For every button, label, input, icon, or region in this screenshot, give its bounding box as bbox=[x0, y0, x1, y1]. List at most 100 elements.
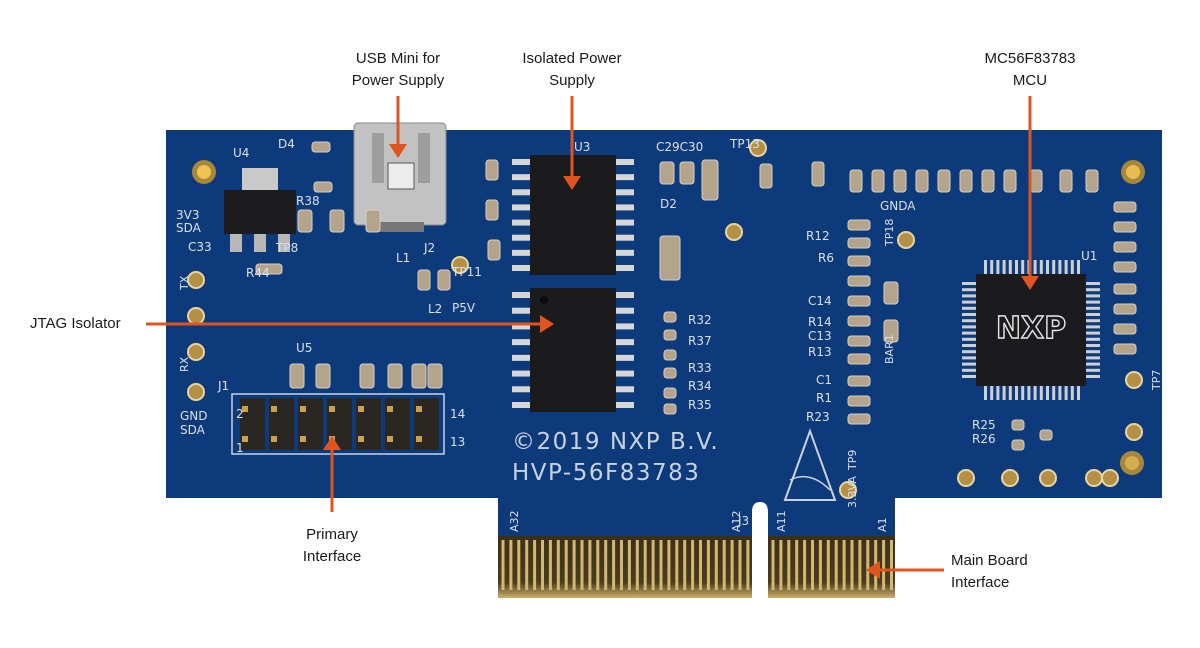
usb-mini-connector bbox=[353, 122, 447, 232]
callout-line: Interface bbox=[302, 548, 362, 565]
passive-component bbox=[313, 181, 333, 193]
silk-label: R23 bbox=[806, 410, 830, 424]
passive-component bbox=[847, 315, 871, 327]
passive-component bbox=[847, 413, 871, 425]
callout-line: Supply bbox=[549, 72, 595, 89]
silk-label: J2 bbox=[423, 241, 435, 255]
silk-label: RX bbox=[178, 356, 191, 372]
passive-component bbox=[1113, 303, 1137, 315]
callout-line: Isolated Power bbox=[522, 50, 622, 67]
passive-component bbox=[487, 239, 501, 261]
passive-component bbox=[847, 275, 871, 287]
nxp-logo: NXP bbox=[996, 311, 1066, 346]
silk-label: A11 bbox=[775, 510, 788, 532]
silk-label: SDA bbox=[180, 423, 206, 437]
passive-component bbox=[659, 235, 681, 281]
silk-label: R33 bbox=[688, 361, 712, 375]
passive-component bbox=[437, 269, 451, 291]
passive-component bbox=[1039, 429, 1053, 441]
passive-component bbox=[255, 263, 283, 275]
copyright-silkscreen: ©2019 NXP B.V. bbox=[512, 429, 719, 455]
passive-component bbox=[1113, 283, 1137, 295]
passive-component bbox=[427, 363, 443, 389]
silk-label: TP11 bbox=[451, 265, 482, 279]
passive-component bbox=[883, 281, 899, 305]
silk-label: C1 bbox=[816, 373, 832, 387]
silk-label: R34 bbox=[688, 379, 712, 393]
passive-component bbox=[365, 209, 381, 233]
passive-component bbox=[1113, 261, 1137, 273]
silk-label: 1 bbox=[236, 441, 244, 455]
silk-label: U5 bbox=[296, 341, 312, 355]
silk-label: R25 bbox=[972, 418, 996, 432]
silk-label: C29C30 bbox=[656, 140, 703, 154]
test-point bbox=[725, 223, 743, 241]
passive-component bbox=[847, 375, 871, 387]
callout-mcu: MC56F83783 MCU bbox=[950, 48, 1110, 92]
chip-u2-jtag-isolator bbox=[530, 288, 616, 412]
passive-component bbox=[297, 209, 313, 233]
silk-label: A12 bbox=[730, 510, 743, 532]
silk-label: U3 bbox=[574, 140, 590, 154]
passive-component bbox=[311, 141, 331, 153]
passive-component bbox=[663, 329, 677, 341]
silk-label: U1 bbox=[1081, 249, 1097, 263]
passive-component bbox=[289, 363, 305, 389]
passive-component bbox=[847, 219, 871, 231]
passive-component bbox=[1113, 221, 1137, 233]
silk-label: R26 bbox=[972, 432, 996, 446]
passive-component bbox=[937, 169, 951, 193]
silk-label: TP13 bbox=[729, 137, 760, 151]
test-point bbox=[1001, 469, 1019, 487]
passive-component bbox=[847, 353, 871, 365]
silk-label: D2 bbox=[660, 197, 677, 211]
passive-component bbox=[1011, 419, 1025, 431]
regulator-u4 bbox=[224, 190, 296, 234]
test-point bbox=[187, 383, 205, 401]
test-point bbox=[1085, 469, 1103, 487]
passive-component bbox=[883, 319, 899, 343]
silk-label: L1 bbox=[396, 251, 410, 265]
passive-component bbox=[847, 255, 871, 267]
silk-label: J3 bbox=[737, 514, 749, 528]
test-point bbox=[839, 481, 857, 499]
silk-label: R32 bbox=[688, 313, 712, 327]
passive-component bbox=[1085, 169, 1099, 193]
silk-label: 13 bbox=[450, 435, 465, 449]
silk-label: 2 bbox=[236, 407, 244, 421]
passive-component bbox=[871, 169, 885, 193]
passive-component bbox=[915, 169, 929, 193]
test-point bbox=[1125, 371, 1143, 389]
passive-component bbox=[387, 363, 403, 389]
silk-label: R38 bbox=[296, 194, 320, 208]
silk-label: GNDA bbox=[880, 199, 916, 213]
pcb-outline bbox=[166, 130, 1162, 598]
silk-label: R12 bbox=[806, 229, 830, 243]
silk-label: C13 bbox=[808, 329, 832, 343]
passive-component bbox=[847, 335, 871, 347]
silk-label: GND bbox=[180, 409, 208, 423]
passive-component bbox=[1113, 323, 1137, 335]
test-point bbox=[187, 343, 205, 361]
silk-label: 3V3 bbox=[176, 208, 199, 222]
callout-arrows bbox=[146, 96, 1039, 579]
callout-line: JTAG Isolator bbox=[30, 315, 121, 332]
callout-line: Power Supply bbox=[351, 72, 445, 89]
silk-label: D4 bbox=[278, 137, 295, 151]
silk-label: R14 bbox=[808, 315, 832, 329]
passive-component bbox=[1003, 169, 1017, 193]
passive-component bbox=[959, 169, 973, 193]
passive-component bbox=[663, 403, 677, 415]
passive-component bbox=[847, 237, 871, 249]
passive-component bbox=[679, 161, 695, 185]
silk-label: A1 bbox=[876, 517, 889, 532]
silk-label: TP7 bbox=[1150, 370, 1163, 391]
callout-main-board-interface: Main Board Interface bbox=[951, 550, 1071, 594]
silk-label: TP18 bbox=[883, 219, 896, 247]
passive-component bbox=[981, 169, 995, 193]
silk-label: R37 bbox=[688, 334, 712, 348]
passive-component bbox=[847, 295, 871, 307]
passive-component bbox=[329, 209, 345, 233]
test-point bbox=[957, 469, 975, 487]
